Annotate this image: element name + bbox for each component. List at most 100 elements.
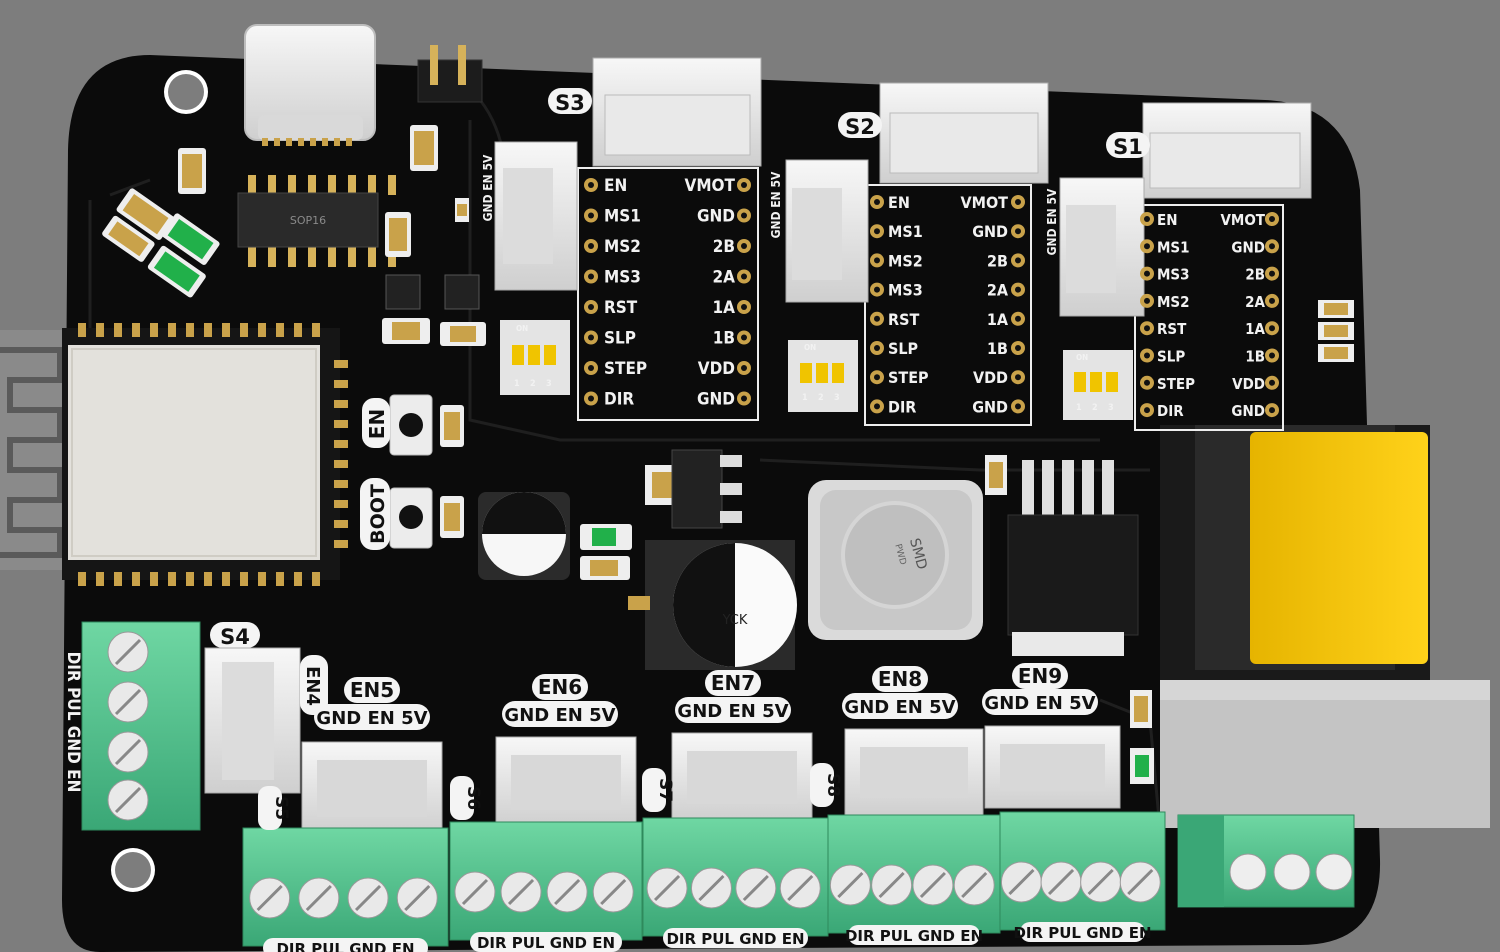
small-electrolytic-capacitor <box>478 492 570 580</box>
driver-s1-left-pin-1: MS1 <box>1157 238 1190 256</box>
driver-s1-right-pin-5: 1B <box>1245 348 1265 366</box>
driver-s2-right-pin-4: 1A <box>987 310 1009 329</box>
pin-hole-center <box>1015 345 1021 351</box>
pill-s8 <box>810 763 834 807</box>
driver-s1-left-pin-6: STEP <box>1157 375 1195 393</box>
button-side-resistors <box>440 405 464 538</box>
dip-switch-s1-num-1: 1 <box>1076 403 1082 413</box>
boot-button-label: BOOT <box>367 484 389 544</box>
terminal-screw-slot <box>653 874 681 902</box>
pin-hole-center <box>588 304 594 310</box>
driver-s3-right-pin-4: 1A <box>713 298 736 318</box>
label-s5: S5 <box>271 796 291 820</box>
driver-s1-jst-label: GND EN 5V <box>1045 188 1059 255</box>
pill-en5 <box>344 677 400 703</box>
driver-s1-left-pin-4: RST <box>1157 320 1187 338</box>
driver-s3-right-pin-5: 1B <box>713 329 735 349</box>
pin-hole-center <box>1269 297 1275 304</box>
dip-switch-s1-num-2: 2 <box>1092 403 1098 413</box>
label-en5: EN5 <box>350 678 394 702</box>
driver-s1-right-pin-7: GND <box>1231 402 1265 420</box>
pill-en7-pins <box>675 697 791 723</box>
s4-terminal-pin-labels: DIR PUL GND EN <box>63 652 83 793</box>
terminal-pin-labels-7: DIR PUL GND EN <box>666 930 804 948</box>
pin-hole-center <box>588 395 594 402</box>
label-s3: S3 <box>555 91 585 115</box>
pin-hole-center <box>1269 243 1275 250</box>
pin-hole-center <box>1015 403 1021 410</box>
pill-en9 <box>1012 663 1068 689</box>
inductor-label-line1: SMD <box>906 537 930 572</box>
usb-c-connector <box>244 24 376 146</box>
pill-en8-pins <box>842 693 958 719</box>
driver-s3-right-pin-7: GND <box>697 390 735 410</box>
sop16-chip: SOP16 <box>237 175 396 267</box>
driver-s2-left-pin-2: MS2 <box>888 251 923 270</box>
pill-s6 <box>450 776 474 820</box>
label-en7-pins: GND EN 5V <box>677 701 788 722</box>
pin-hole-center <box>741 182 747 188</box>
pin-hole-center <box>874 345 880 351</box>
dip-switch-s3-num-3: 3 <box>546 379 552 389</box>
pill-s5 <box>258 786 282 830</box>
pin-hole-center <box>741 273 747 280</box>
label-en5-pins: GND EN 5V <box>316 708 427 729</box>
terminal-screw-slot <box>1087 868 1114 896</box>
pin-hole-center <box>1144 243 1150 250</box>
power-inductor: SMD PWD <box>808 480 983 640</box>
driver-s1-right-pin-1: GND <box>1231 238 1265 256</box>
terminal-screw-slot <box>256 884 283 912</box>
terminal-pin-label-pill <box>470 932 622 952</box>
en-button-label: EN <box>365 409 389 439</box>
driver-s2-left-pin-6: STEP <box>888 368 929 387</box>
driver-s3-right-pin-2: 2B <box>713 237 735 257</box>
pin-hole-center <box>1269 270 1275 277</box>
pill-en7 <box>705 670 761 696</box>
terminal-screw-slot <box>305 884 332 912</box>
pin-hole-center <box>1269 407 1275 414</box>
pin-hole-center <box>874 374 880 381</box>
sop16-chip-label: SOP16 <box>290 214 326 227</box>
terminal-pin-labels-5: DIR PUL GND EN <box>276 940 414 952</box>
label-en6-pins: GND EN 5V <box>504 705 615 726</box>
smd-components-right-edge <box>1130 300 1354 784</box>
pill-en6 <box>532 674 588 700</box>
driver-s3-right-pin-6: VDD <box>698 359 735 379</box>
jst-connector-en7-cavity <box>687 751 797 804</box>
label-en7: EN7 <box>711 671 755 695</box>
driver-s2-right-pin-5: 1B <box>987 339 1008 358</box>
pin-hole-center <box>1144 379 1150 386</box>
power-input-terminal <box>1177 814 1355 908</box>
driver-s1-left-pin-2: MS3 <box>1157 266 1190 284</box>
driver-s2-left-pin-3: MS3 <box>888 281 923 300</box>
terminal-pin-labels-6: DIR PUL GND EN <box>477 934 615 952</box>
terminal-screw-slot <box>1127 868 1154 896</box>
terminal-screw-slot <box>507 878 535 906</box>
label-s4: S4 <box>220 625 250 649</box>
driver-s2-left-pin-7: DIR <box>888 397 916 416</box>
terminal-pin-labels-9: DIR PUL GND EN <box>1013 924 1151 942</box>
pin-hole-center <box>741 365 747 371</box>
pill-en9-pins <box>982 689 1098 715</box>
jst-connector-en6-cavity <box>511 755 621 810</box>
pin-hole-center <box>1144 325 1150 332</box>
terminal-screw-slot <box>600 878 627 906</box>
driver-s2-right-pin-2: 2B <box>987 251 1008 270</box>
pin-hole-center <box>1015 315 1021 322</box>
terminal-pin-label-pill <box>848 925 980 945</box>
terminal-pin-labels-8: DIR PUL GND EN <box>845 927 983 945</box>
terminal-screw-slot <box>1047 868 1075 896</box>
terminal-screw-slot <box>961 871 988 899</box>
driver-s1-right-pin-6: VDD <box>1232 375 1265 393</box>
terminal-screw-slot <box>354 884 382 912</box>
boot-button[interactable] <box>389 487 433 549</box>
pin-hole-center <box>874 315 880 322</box>
driver-s2-left-pin-5: SLP <box>888 339 918 358</box>
en-button[interactable] <box>389 394 433 456</box>
pin-hole-center <box>1144 352 1150 359</box>
dip-switch-s3-on-label: ON <box>516 324 528 333</box>
label-en8: EN8 <box>878 667 922 691</box>
driver-s3-left-pin-1: MS1 <box>604 207 641 227</box>
dip-switch-s2-num-1: 1 <box>802 393 808 403</box>
